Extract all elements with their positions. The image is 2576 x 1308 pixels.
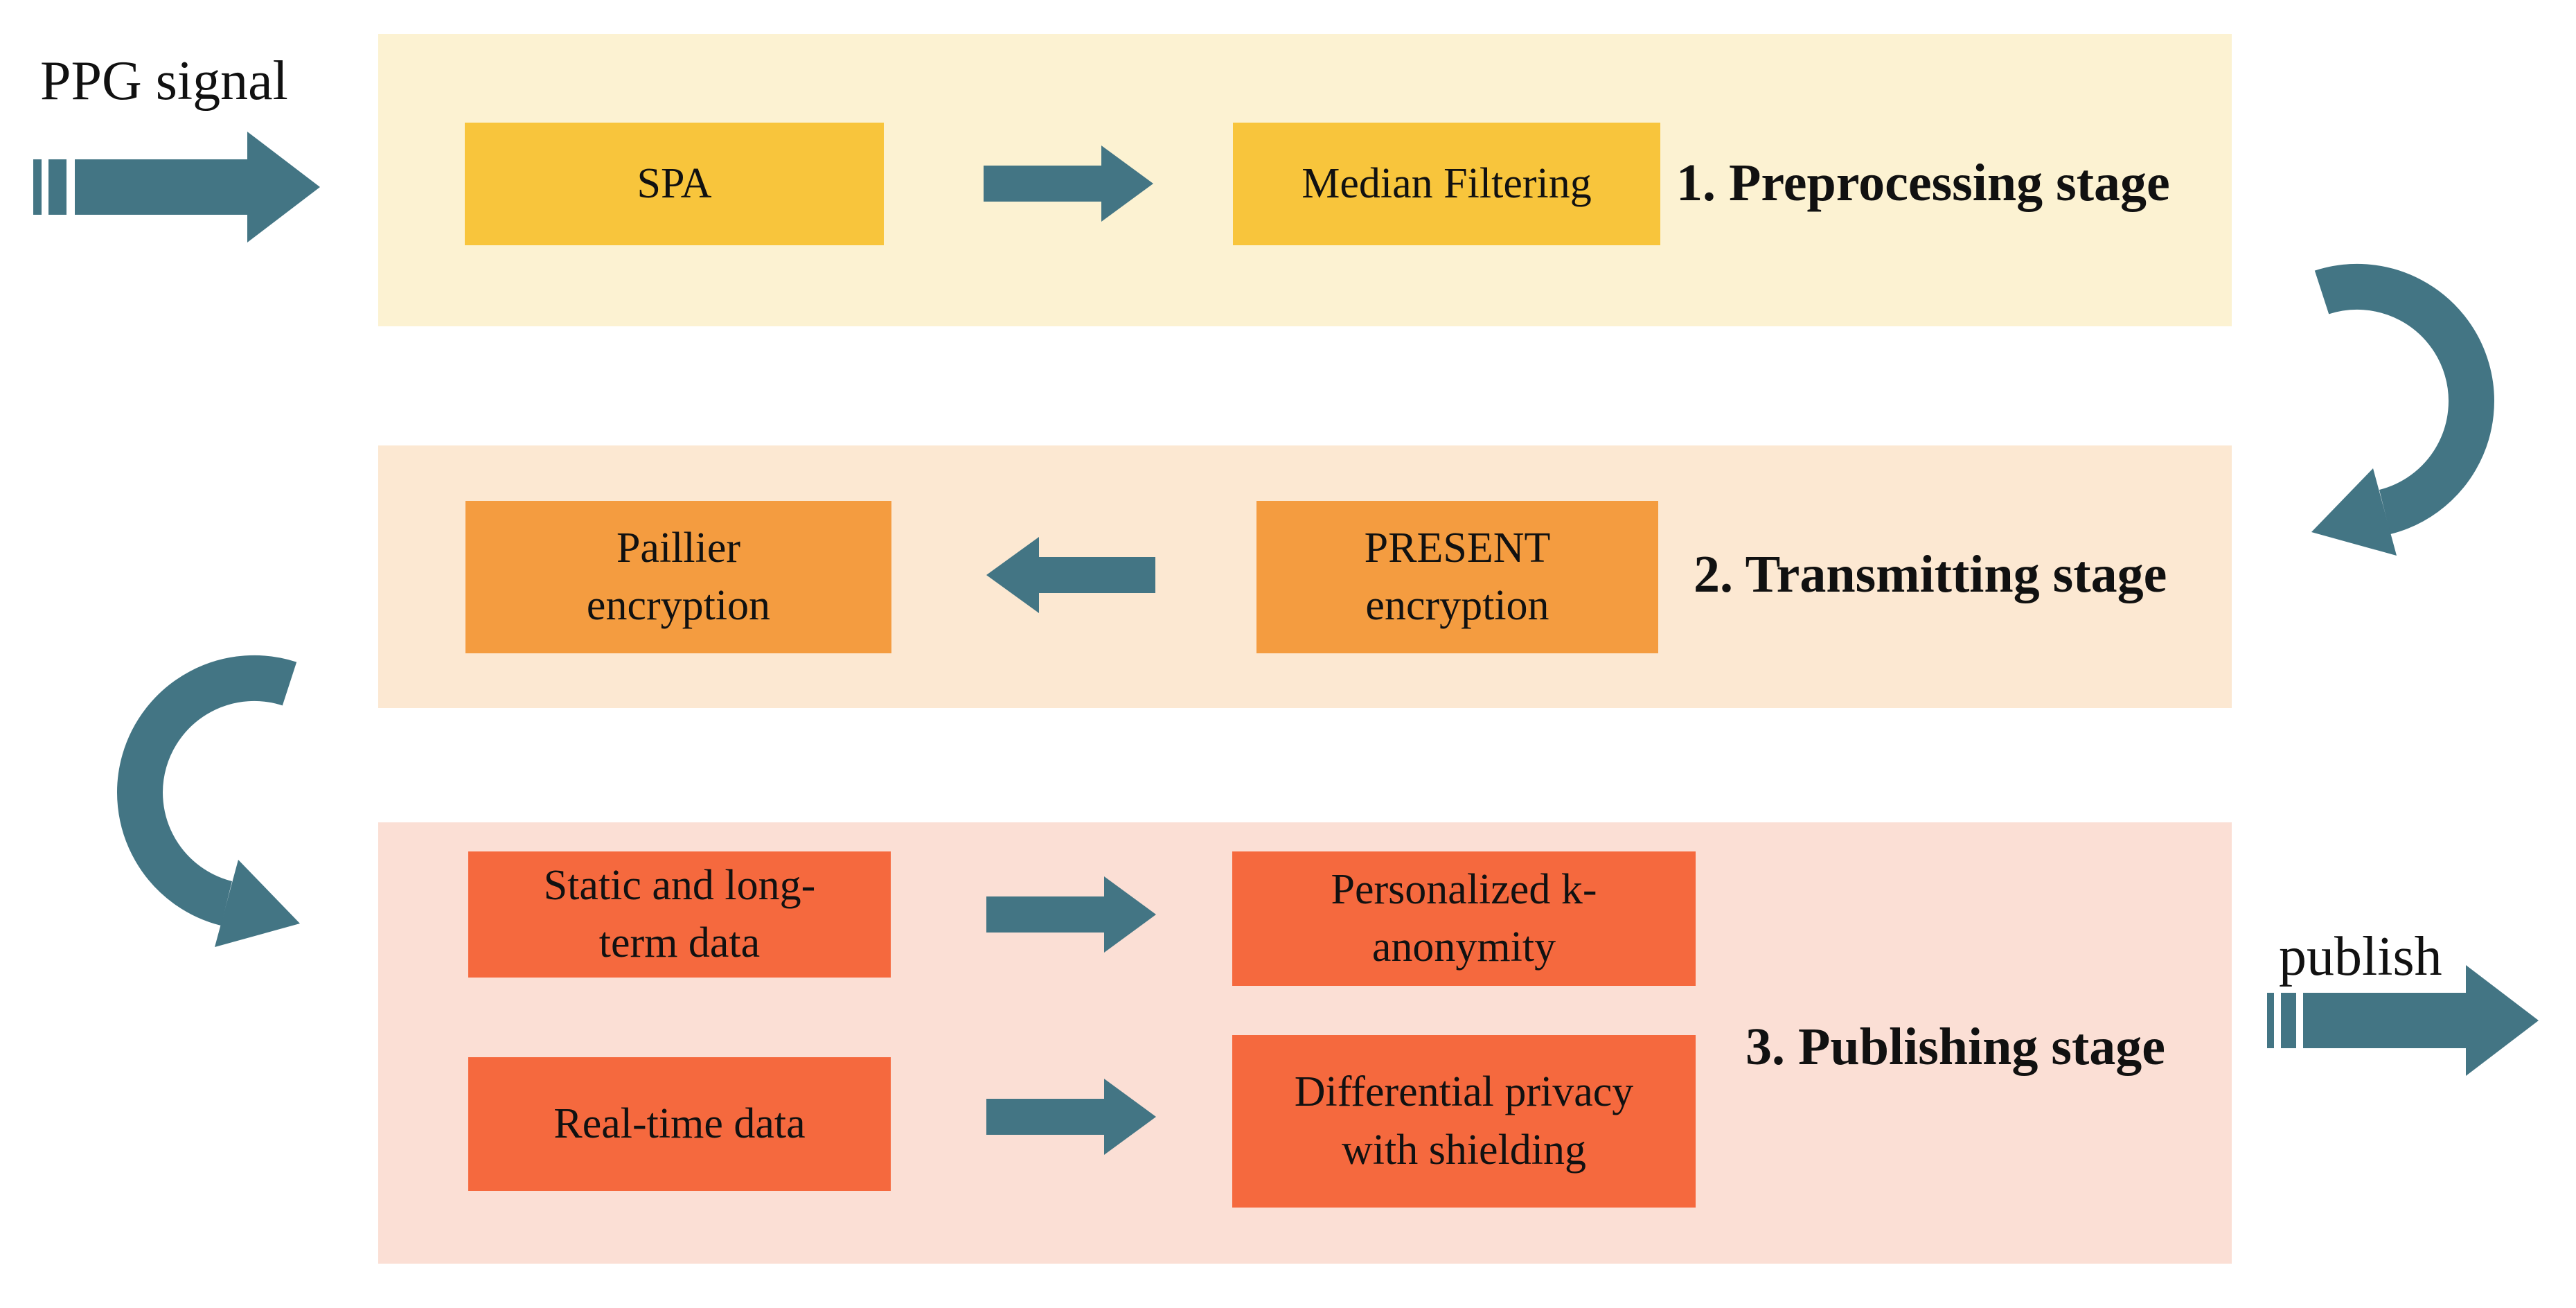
real-time-data-box: Real-time data bbox=[468, 1057, 891, 1191]
stage2-to-stage3-curved-arrow-icon bbox=[117, 655, 300, 947]
median-filtering-box: Median Filtering bbox=[1233, 123, 1660, 245]
present-encryption-box: PRESENT encryption bbox=[1256, 501, 1658, 653]
spa-box-label: SPA bbox=[637, 159, 712, 207]
present-encryption-box-label: PRESENT encryption bbox=[1364, 524, 1551, 629]
median-filtering-box-label: Median Filtering bbox=[1302, 159, 1592, 207]
static-to-kanonymity-arrow-icon bbox=[986, 876, 1156, 953]
publish-label: publish bbox=[2279, 926, 2442, 987]
spa-box: SPA bbox=[465, 123, 884, 245]
spa-to-median-arrow-icon bbox=[984, 145, 1153, 222]
paillier-encryption-box-label: Paillier encryption bbox=[586, 524, 771, 629]
paillier-encryption-box: Paillier encryption bbox=[465, 501, 891, 653]
real-time-data-box-label: Real-time data bbox=[553, 1099, 806, 1147]
personalized-k-anonymity-box: Personalized k- anonymity bbox=[1232, 851, 1696, 986]
present-to-paillier-arrow-icon bbox=[986, 537, 1155, 613]
stage1-to-stage2-curved-arrow-icon bbox=[2311, 263, 2494, 556]
transmitting-stage-title: 2. Transmitting stage bbox=[1694, 545, 2167, 603]
differential-privacy-box: Differential privacy with shielding bbox=[1232, 1035, 1696, 1208]
ppg-signal-label: PPG signal bbox=[40, 51, 288, 112]
realtime-to-dp-arrow-icon bbox=[986, 1079, 1156, 1155]
static-long-term-data-box: Static and long- term data bbox=[468, 851, 891, 978]
publishing-stage-title: 3. Publishing stage bbox=[1746, 1018, 2166, 1076]
personalized-k-anonymity-box-label: Personalized k- anonymity bbox=[1331, 865, 1597, 971]
differential-privacy-box-label: Differential privacy with shielding bbox=[1294, 1068, 1634, 1174]
preprocessing-stage-title: 1. Preprocessing stage bbox=[1676, 154, 2170, 212]
static-long-term-data-box-label: Static and long- term data bbox=[543, 861, 816, 966]
publish-arrow-icon bbox=[2267, 965, 2539, 1076]
ppg-input-arrow-icon bbox=[33, 132, 320, 242]
